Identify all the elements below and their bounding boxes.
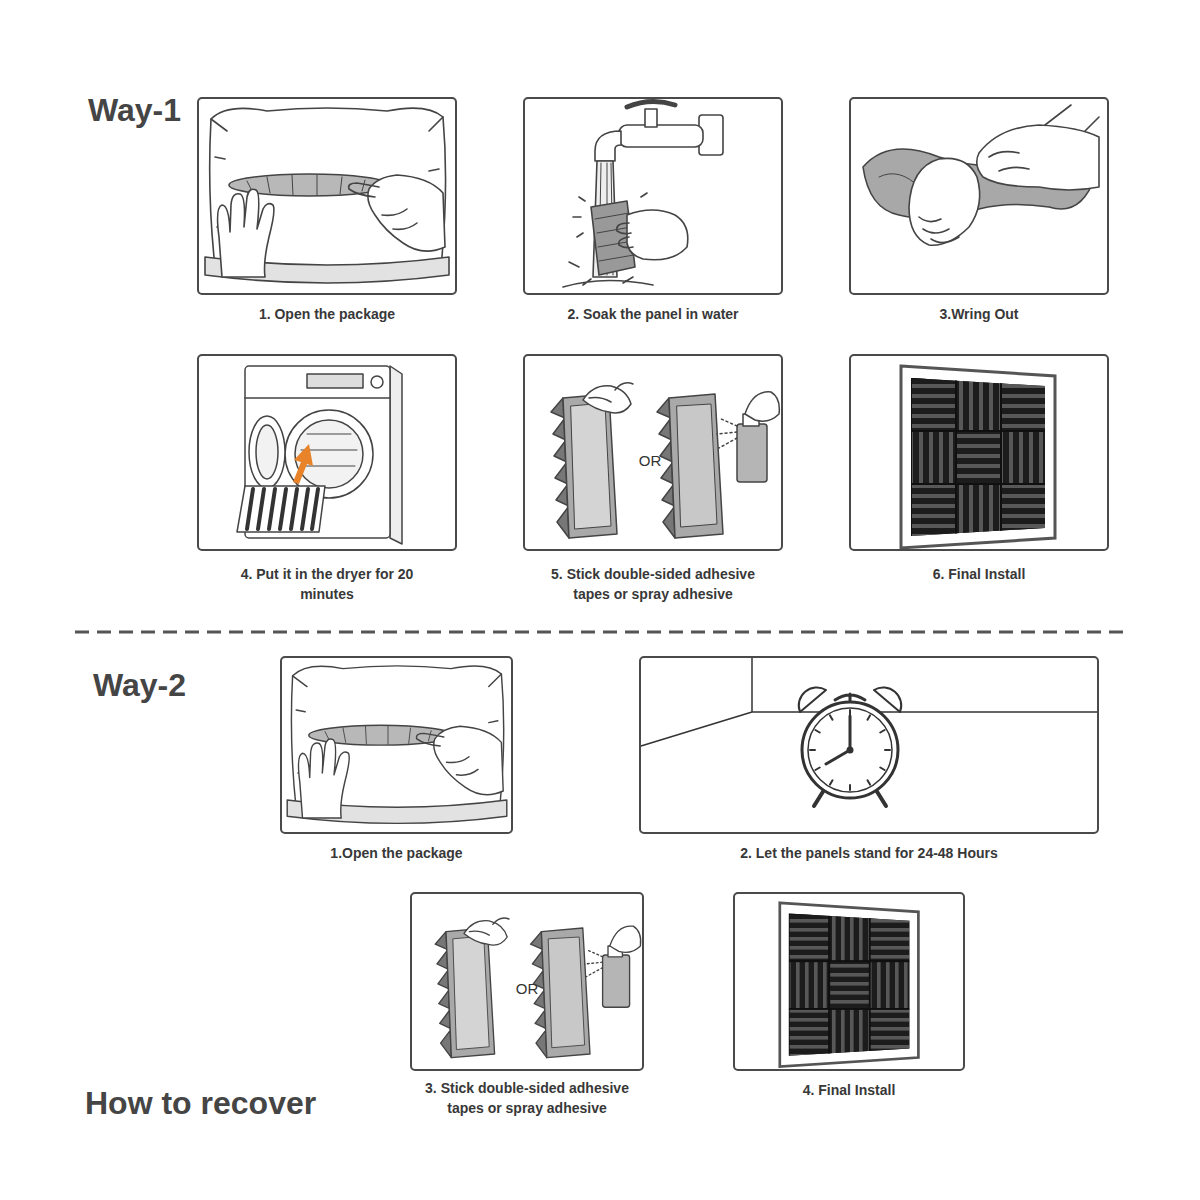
step-caption-area: 4. Final Install xyxy=(733,1081,965,1101)
machine-side xyxy=(390,366,402,544)
step-caption: 2. Soak the panel in water xyxy=(523,305,783,325)
package-illustration xyxy=(205,108,449,283)
left-fist xyxy=(909,158,980,245)
step-caption-area: 3.Wring Out xyxy=(849,305,1109,325)
water-splash xyxy=(563,193,653,287)
package-illustration xyxy=(287,666,507,824)
step-caption-area: 1.Open the package xyxy=(280,844,513,864)
step-caption: 1. Open the package xyxy=(197,305,457,325)
clock-hands xyxy=(826,716,850,764)
clock-ticks xyxy=(810,710,890,790)
clock-bell xyxy=(874,687,901,712)
or-label: OR xyxy=(639,452,662,469)
install-illustration xyxy=(780,903,919,1067)
open-door xyxy=(249,416,285,488)
step-panel: 4. Put it in the dryer for 20 minutes xyxy=(197,354,457,551)
step-caption: 6. Final Install xyxy=(849,565,1109,585)
step-panel: 6. Final Install xyxy=(849,354,1109,551)
wring-illustration xyxy=(863,105,1099,245)
clock-face xyxy=(808,708,892,792)
left-fingers xyxy=(919,217,959,243)
step-panel: 2. Let the panels stand for 24-48 Hours xyxy=(639,656,1099,834)
step-caption: 3.Wring Out xyxy=(849,305,1109,325)
faucet-spout xyxy=(595,131,621,161)
faucet-illustration xyxy=(563,101,723,287)
control-display xyxy=(307,374,363,388)
step-caption: 3. Stick double-sided adhesive tapes or … xyxy=(410,1079,644,1118)
step-caption: 5. Stick double-sided adhesive tapes or … xyxy=(533,565,773,604)
step-panel: 3.Wring Out xyxy=(849,97,1109,295)
step-caption-area: 3. Stick double-sided adhesive tapes or … xyxy=(410,1079,644,1118)
control-line xyxy=(245,397,390,399)
panel-stripes xyxy=(247,489,318,529)
step-caption: 4. Put it in the dryer for 20 minutes xyxy=(227,565,427,604)
step-caption-area: 5. Stick double-sided adhesive tapes or … xyxy=(533,565,773,604)
install-illustration xyxy=(901,366,1055,548)
striped-panel xyxy=(237,486,325,532)
right-fist xyxy=(977,125,1099,190)
faucet-stem xyxy=(645,109,657,127)
section-heading: Way-2 xyxy=(93,668,186,703)
step-panel: 1. Open the package xyxy=(197,97,457,295)
faucet-body xyxy=(619,125,703,147)
clock-pivot xyxy=(848,748,853,753)
step-panel: 4. Final Install xyxy=(733,892,965,1071)
step-caption: 1.Open the package xyxy=(280,844,513,864)
faucet-handle xyxy=(627,101,675,107)
step-caption: 2. Let the panels stand for 24-48 Hours xyxy=(639,844,1099,864)
orange-arrow xyxy=(293,444,313,484)
clock-bell xyxy=(799,687,826,712)
clock-illustration xyxy=(641,658,1097,806)
clock-case xyxy=(802,702,898,798)
step-caption-area: 4. Put it in the dryer for 20 minutes xyxy=(227,565,427,604)
step-caption-area: 1. Open the package xyxy=(197,305,457,325)
or-label: OR xyxy=(516,980,539,997)
dashed-separator xyxy=(75,631,1128,634)
step-panel: 1.Open the package xyxy=(280,656,513,834)
step-panel: 2. Soak the panel in water xyxy=(523,97,783,295)
hand-fingers xyxy=(617,223,633,248)
step-caption-area: 6. Final Install xyxy=(849,565,1109,585)
right-fingers xyxy=(989,105,1099,171)
adhesive-illustration xyxy=(435,918,641,1058)
control-knob xyxy=(371,376,383,388)
step-caption-area: 2. Let the panels stand for 24-48 Hours xyxy=(639,844,1099,864)
door-glass xyxy=(256,425,278,479)
section-heading: Way-1 xyxy=(88,93,181,128)
dryer-illustration xyxy=(237,366,402,544)
adhesive-illustration xyxy=(551,383,779,538)
step-caption: 4. Final Install xyxy=(733,1081,965,1101)
step-caption-area: 2. Soak the panel in water xyxy=(523,305,783,325)
page-title: How to recover xyxy=(85,1086,316,1121)
holding-hand xyxy=(627,210,688,260)
drum-rim xyxy=(285,410,373,498)
